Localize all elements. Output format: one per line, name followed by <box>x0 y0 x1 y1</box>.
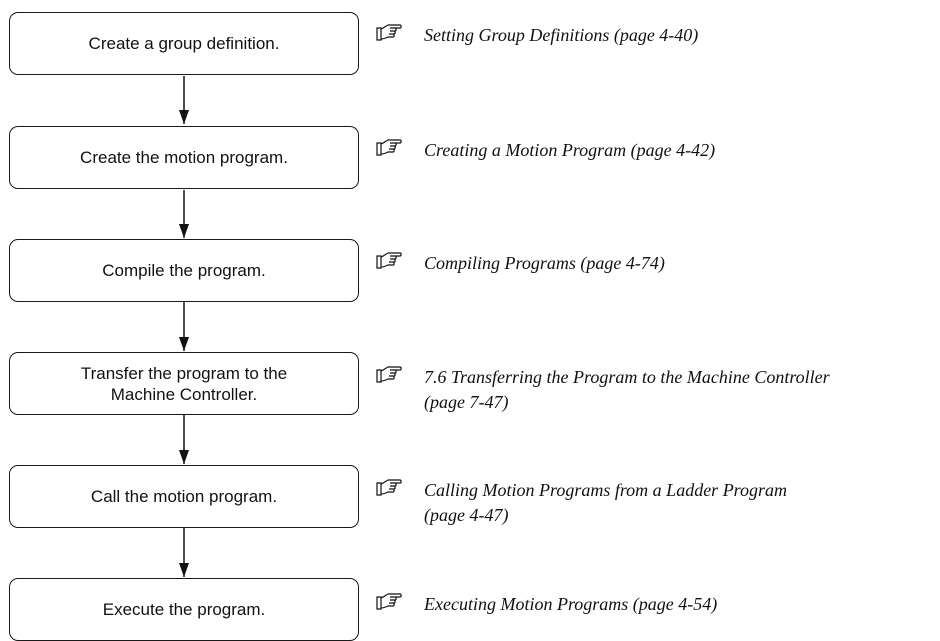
pointing-hand-icon <box>376 252 402 269</box>
step-execute-program: Execute the program. <box>9 578 359 641</box>
pointing-hand-icon <box>376 593 402 610</box>
reference-setting-group-definitions[interactable]: Setting Group Definitions (page 4-40) <box>376 23 936 48</box>
reference-creating-motion-program[interactable]: Creating a Motion Program (page 4-42) <box>376 138 936 163</box>
pointing-hand-icon <box>376 366 402 383</box>
pointing-hand-icon <box>376 139 402 156</box>
step-transfer-program: Transfer the program to the Machine Cont… <box>9 352 359 415</box>
pointing-hand-icon <box>376 24 402 41</box>
step-compile-program: Compile the program. <box>9 239 359 302</box>
pointing-hand-icon <box>376 479 402 496</box>
step-call-motion-program: Call the motion program. <box>9 465 359 528</box>
reference-calling-motion-programs[interactable]: Calling Motion Programs from a Ladder Pr… <box>376 478 936 528</box>
step-create-motion-program: Create the motion program. <box>9 126 359 189</box>
reference-compiling-programs[interactable]: Compiling Programs (page 4-74) <box>376 251 936 276</box>
reference-executing-motion-programs[interactable]: Executing Motion Programs (page 4-54) <box>376 592 936 617</box>
reference-transferring-program[interactable]: 7.6 Transferring the Program to the Mach… <box>376 365 936 415</box>
step-create-group-definition: Create a group definition. <box>9 12 359 75</box>
